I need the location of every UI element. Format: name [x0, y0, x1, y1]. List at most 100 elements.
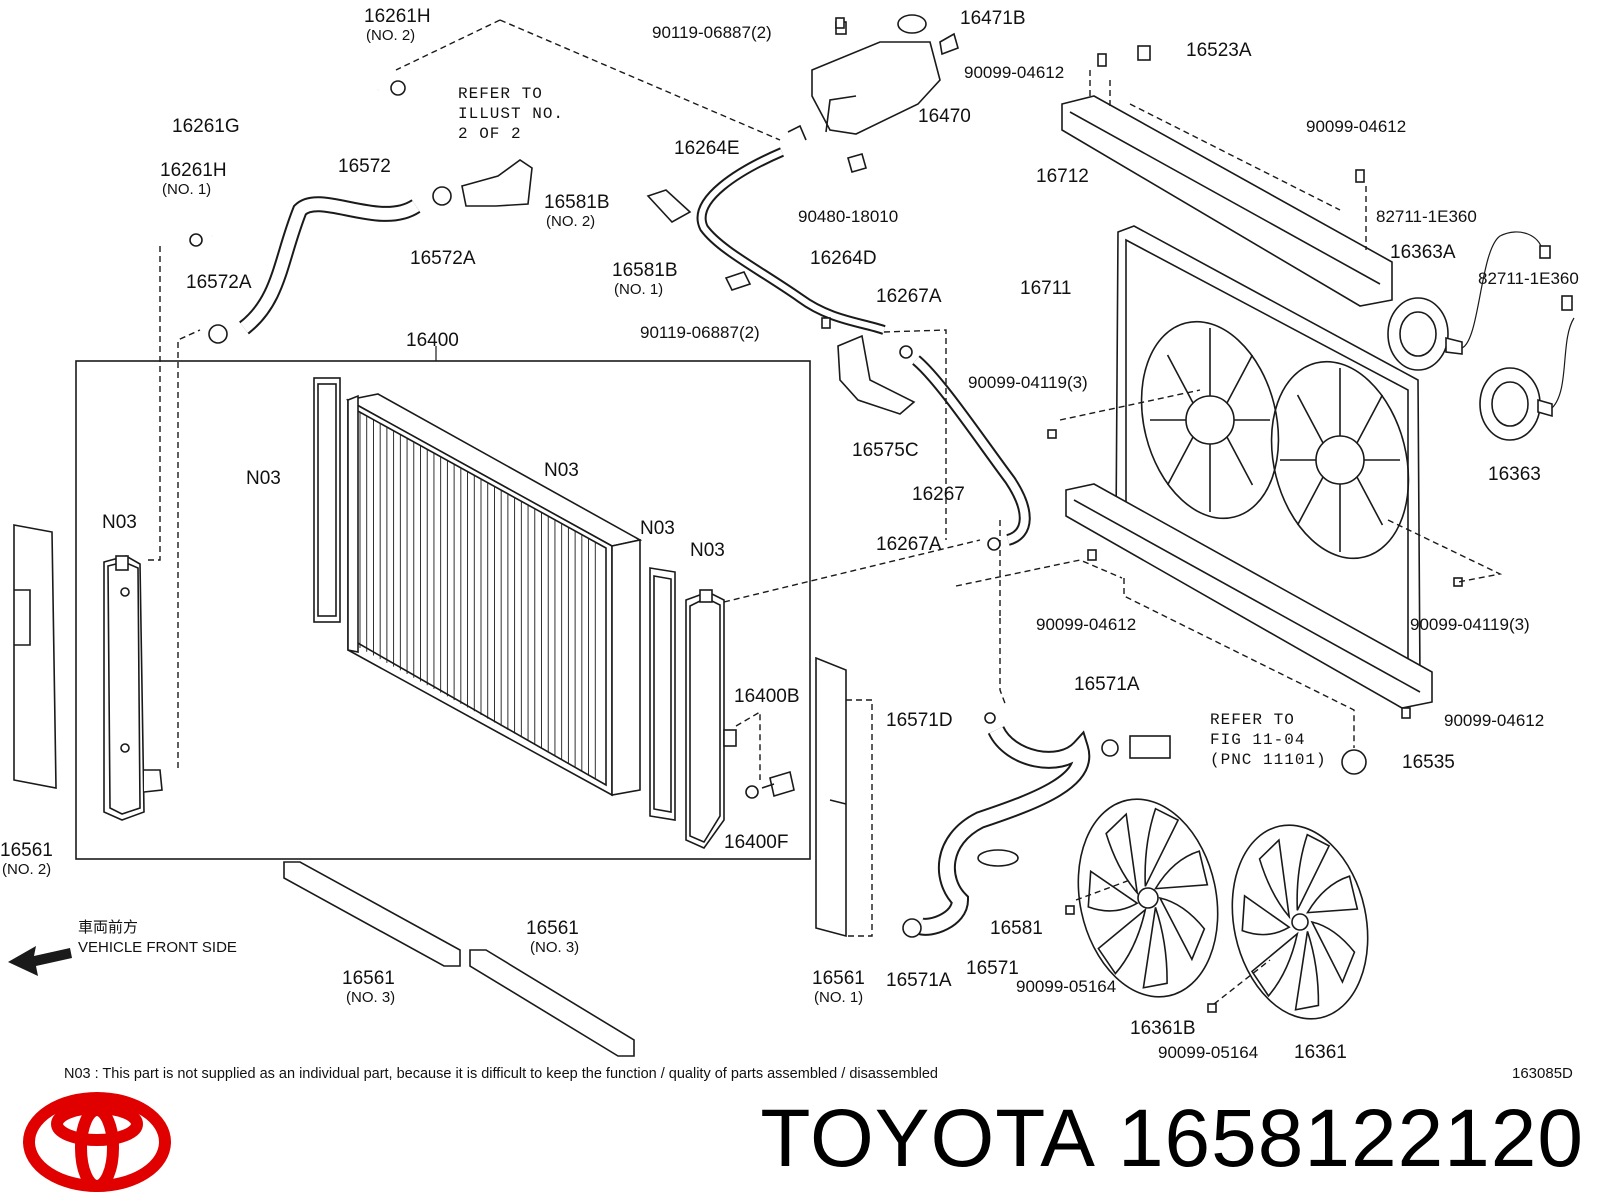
label-16261H-no1: 16261H	[160, 160, 227, 181]
label-16575C: 16575C	[852, 440, 919, 461]
bolts	[821, 17, 1463, 1013]
callout-labels: 16261H (NO. 2) 16261G 16261H (NO. 1) 165…	[0, 6, 1579, 1082]
clamp-16261H-no1	[189, 233, 203, 247]
label-16523A: 16523A	[1186, 40, 1252, 61]
label-16581B-no2: 16581B	[544, 192, 610, 213]
clamp-16572A-top	[432, 186, 452, 206]
label-16561-left-sub: (NO. 2)	[2, 861, 51, 878]
bracket-16575C	[837, 334, 916, 415]
label-16561-no1-sub: (NO. 1)	[814, 989, 863, 1006]
label-16267A-top: 16267A	[876, 286, 942, 307]
fan-16361B	[1077, 798, 1219, 998]
clamp-16261H-no2	[390, 80, 406, 96]
label-90099-04119-b: 90099-04119(3)	[1410, 615, 1530, 634]
bracket-16581B-no2	[646, 189, 692, 224]
reservoir-cap	[897, 14, 927, 34]
fan-16361	[1231, 824, 1369, 1020]
refer-illust-line2: ILLUST NO.	[458, 105, 564, 123]
refer-illust-line3: 2 OF 2	[458, 125, 522, 143]
label-16400F: 16400F	[724, 832, 788, 853]
label-16561-no3-b: 16561	[526, 918, 579, 939]
label-16264E: 16264E	[674, 138, 740, 159]
brand-name: TOYOTA	[760, 1093, 1096, 1184]
radiator-parts-diagram: 16261H (NO. 2) 16261G 16261H (NO. 1) 165…	[0, 6, 1579, 1082]
refer-fig-line1: REFER TO	[1210, 711, 1295, 729]
label-90099-05164-a: 90099-05164	[1016, 977, 1116, 996]
shroud-fan-ring-left	[1140, 320, 1280, 520]
label-16571D: 16571D	[886, 710, 953, 731]
label-90119-top: 90119-06887(2)	[652, 23, 772, 42]
figure-id: 163085D	[1512, 1065, 1573, 1082]
label-16361B: 16361B	[1130, 1018, 1196, 1039]
water-outlet	[461, 159, 533, 207]
label-90099-05164-b: 90099-05164	[1158, 1043, 1258, 1062]
seal-right	[649, 567, 676, 821]
label-n03-tank-right: N03	[690, 540, 725, 561]
label-16470: 16470	[918, 106, 971, 127]
vehicle-front-arrow-icon	[8, 946, 72, 976]
part-number: 1658122120	[1117, 1093, 1584, 1184]
connector-82711-b	[1561, 295, 1573, 311]
seal-16561-no1	[815, 656, 847, 938]
fan-motor-16363	[1479, 317, 1575, 441]
radiator-core	[345, 393, 643, 797]
label-16261G: 16261G	[172, 116, 240, 137]
clamp-16572A-left	[208, 324, 228, 344]
label-82711-b: 82711-1E360	[1478, 269, 1579, 288]
n03-footnote: N03 : This part is not supplied as an in…	[64, 1066, 938, 1082]
refer-illust-line1: REFER TO	[458, 85, 543, 103]
bracket-16581B-no1	[724, 271, 752, 291]
label-16711: 16711	[1020, 278, 1071, 299]
label-16363A: 16363A	[1390, 242, 1456, 263]
label-90119-mid: 90119-06887(2)	[640, 323, 760, 342]
label-16572A-left: 16572A	[186, 272, 252, 293]
label-16535: 16535	[1402, 752, 1455, 773]
radiator-tank-right	[685, 589, 737, 849]
label-16363: 16363	[1488, 464, 1541, 485]
label-16581: 16581	[990, 918, 1043, 939]
label-16261H-no2: 16261H	[364, 6, 431, 27]
label-16561-no3-a-sub: (NO. 3)	[346, 989, 395, 1006]
label-16571A-bot: 16571A	[886, 970, 952, 991]
label-16361: 16361	[1294, 1042, 1347, 1063]
seal-16561-no3-a	[283, 861, 461, 967]
reservoir-tank-16470	[787, 14, 959, 173]
fan-motor-16363A	[1387, 231, 1543, 371]
front-side-jp: 車両前方	[78, 919, 138, 936]
label-82711-a: 82711-1E360	[1376, 207, 1477, 226]
shroud-fan-ring-right	[1270, 360, 1410, 560]
label-16572: 16572	[338, 156, 391, 177]
refer-fig-line3: (PNC 11101)	[1210, 751, 1327, 769]
clip-16581	[977, 849, 1019, 867]
upper-support-16712	[1061, 95, 1393, 307]
label-16261H-no2-sub: (NO. 2)	[366, 27, 415, 44]
label-n03-core: N03	[544, 460, 579, 481]
label-90099-04612-c: 90099-04612	[1036, 615, 1136, 634]
label-16712: 16712	[1036, 166, 1089, 187]
label-n03-seal-left: N03	[246, 468, 281, 489]
seal-16561-no3-b	[469, 949, 635, 1057]
label-16267: 16267	[912, 484, 965, 505]
label-16561-no3-b-sub: (NO. 3)	[530, 939, 579, 956]
label-90099-04612-a: 90099-04612	[964, 63, 1064, 82]
label-16561-left: 16561	[0, 840, 53, 861]
toyota-logo-icon	[23, 1092, 171, 1192]
label-16400: 16400	[406, 330, 459, 351]
label-n03-seal-right: N03	[640, 518, 675, 539]
radiator-group-box	[75, 360, 811, 860]
label-16261H-no1-sub: (NO. 1)	[162, 181, 211, 198]
label-90099-04119-a: 90099-04119(3)	[968, 373, 1088, 392]
seal-16561-no2	[13, 524, 57, 789]
label-90099-04612-b: 90099-04612	[1306, 117, 1406, 136]
lower-support	[1065, 483, 1433, 709]
cushion-16535	[1341, 749, 1367, 775]
label-n03-tank-left: N03	[102, 512, 137, 533]
label-16561-no3-a: 16561	[342, 968, 395, 989]
label-16581B-no1: 16581B	[612, 260, 678, 281]
front-side-en: VEHICLE FRONT SIDE	[78, 939, 237, 956]
label-16264D: 16264D	[810, 248, 877, 269]
label-16581B-no2-sub: (NO. 2)	[546, 213, 595, 230]
hose-pipe-ref	[1129, 735, 1171, 759]
